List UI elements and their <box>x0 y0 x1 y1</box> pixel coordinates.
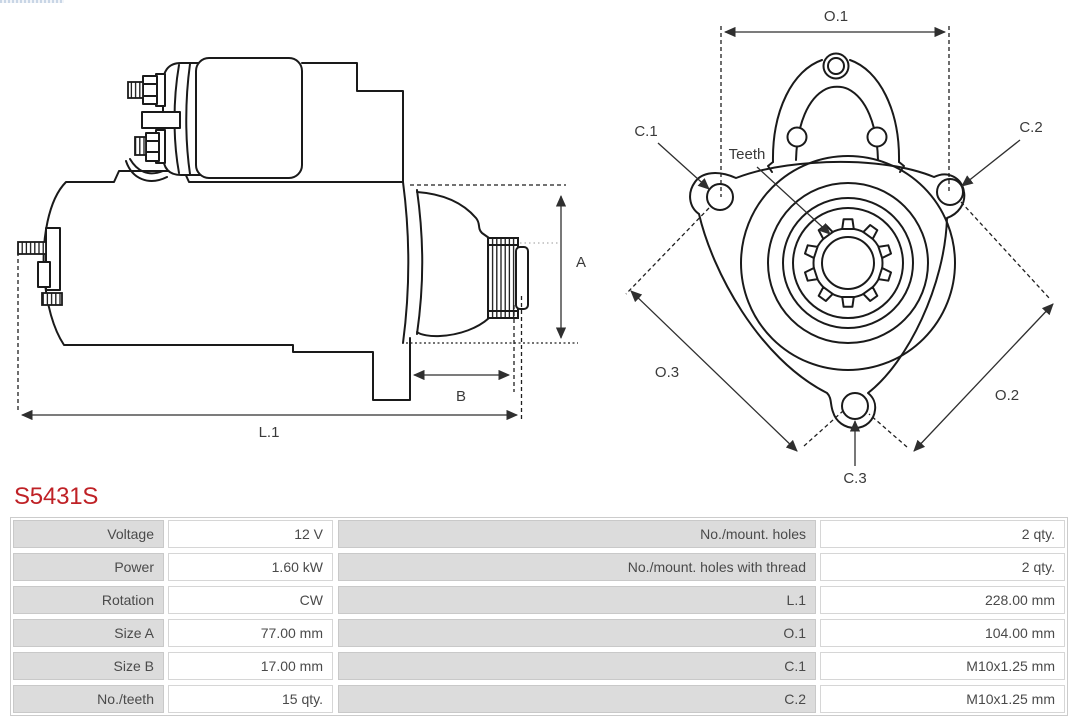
rear-stud-bottom <box>41 292 63 306</box>
table-row: Size B 17.00 mm C.1 M10x1.25 mm <box>13 652 1065 680</box>
spec-value: M10x1.25 mm <box>820 652 1065 680</box>
dim-label-o3: O.3 <box>655 364 679 381</box>
mount-hole-c2 <box>936 178 964 206</box>
spec-value: 104.00 mm <box>820 619 1065 647</box>
spec-label: No./mount. holes <box>338 520 816 548</box>
flange-ring-2 <box>416 189 424 335</box>
bell-top <box>416 191 490 239</box>
side-view-drawing: A B L.1 <box>17 57 586 441</box>
spec-label: L.1 <box>338 586 816 614</box>
front-view-drawing: O.1 O.3 O.2 C.1 C.2 C.3 Teeth <box>625 8 1054 487</box>
arch-outer-right <box>849 59 901 163</box>
leader-c1 <box>657 142 710 190</box>
gear-bore <box>821 236 875 290</box>
dim-label-o1: O.1 <box>824 8 848 25</box>
dim-label-l1: L.1 <box>259 424 280 441</box>
housing-step <box>301 62 404 183</box>
leader-c2 <box>961 139 1021 187</box>
table-row: Size A 77.00 mm O.1 104.00 mm <box>13 619 1065 647</box>
spec-label: Voltage <box>13 520 164 548</box>
spec-value: 1.60 kW <box>168 553 333 581</box>
rear-stud-top <box>17 241 47 255</box>
gear-teeth <box>804 218 892 308</box>
starter-motor-technical-drawing: A B L.1 <box>17 8 1054 487</box>
table-row: Rotation CW L.1 228.00 mm <box>13 586 1065 614</box>
dim-label-o2: O.2 <box>995 387 1019 404</box>
spec-value: 2 qty. <box>820 553 1065 581</box>
spec-value: 77.00 mm <box>168 619 333 647</box>
table-row: Voltage 12 V No./mount. holes 2 qty. <box>13 520 1065 548</box>
dim-label-c1: C.1 <box>634 123 657 140</box>
solenoid-wire <box>125 158 168 182</box>
spec-value: 228.00 mm <box>820 586 1065 614</box>
terminal-strap <box>141 111 181 129</box>
motor-body <box>42 170 411 401</box>
mount-hole-c1 <box>706 183 734 211</box>
spec-label: Size A <box>13 619 164 647</box>
solenoid-body <box>195 57 303 179</box>
pinion-gear <box>487 237 519 319</box>
dim-label-c3: C.3 <box>843 470 866 487</box>
bell-bottom <box>416 317 490 338</box>
spec-value: CW <box>168 586 333 614</box>
spec-label: Size B <box>13 652 164 680</box>
boss-circle-outer <box>740 155 956 371</box>
spec-table: Voltage 12 V No./mount. holes 2 qty. Pow… <box>10 517 1068 716</box>
dim-label-teeth: Teeth <box>729 146 766 163</box>
spec-value: M10x1.25 mm <box>820 685 1065 713</box>
part-number: S5431S <box>14 483 99 510</box>
spec-value: 12 V <box>168 520 333 548</box>
spec-label: No./mount. holes with thread <box>338 553 816 581</box>
spec-label: C.2 <box>338 685 816 713</box>
arch-hole-right <box>866 126 888 148</box>
arch-inner <box>795 85 879 161</box>
terminal-nut-bottom <box>145 132 160 162</box>
dim-line-o3 <box>630 290 798 452</box>
arch-hole-left <box>786 126 808 148</box>
terminal-nut-top <box>142 75 158 105</box>
flange-ring-1 <box>402 181 410 344</box>
terminal-stud-top <box>127 81 144 99</box>
dim-label-b: B <box>456 388 466 405</box>
partial-brand-strip <box>0 0 64 3</box>
dim-line-o2 <box>913 303 1054 452</box>
table-row: No./teeth 15 qty. C.2 M10x1.25 mm <box>13 685 1065 713</box>
table-row: Power 1.60 kW No./mount. holes with thre… <box>13 553 1065 581</box>
spec-label: No./teeth <box>13 685 164 713</box>
dim-label-c2: C.2 <box>1019 119 1042 136</box>
dim-label-a: A <box>576 254 586 271</box>
arch-outer-left <box>771 59 823 163</box>
spec-label: Rotation <box>13 586 164 614</box>
spec-label: C.1 <box>338 652 816 680</box>
spec-label: Power <box>13 553 164 581</box>
mount-hole-c3 <box>841 392 869 420</box>
spec-value: 17.00 mm <box>168 652 333 680</box>
rear-block <box>37 261 51 288</box>
spec-value: 2 qty. <box>820 520 1065 548</box>
spec-value: 15 qty. <box>168 685 333 713</box>
terminal-stud-bottom <box>134 136 147 156</box>
leader-teeth <box>756 166 831 235</box>
spec-label: O.1 <box>338 619 816 647</box>
pinion-shaft-end <box>515 246 529 310</box>
